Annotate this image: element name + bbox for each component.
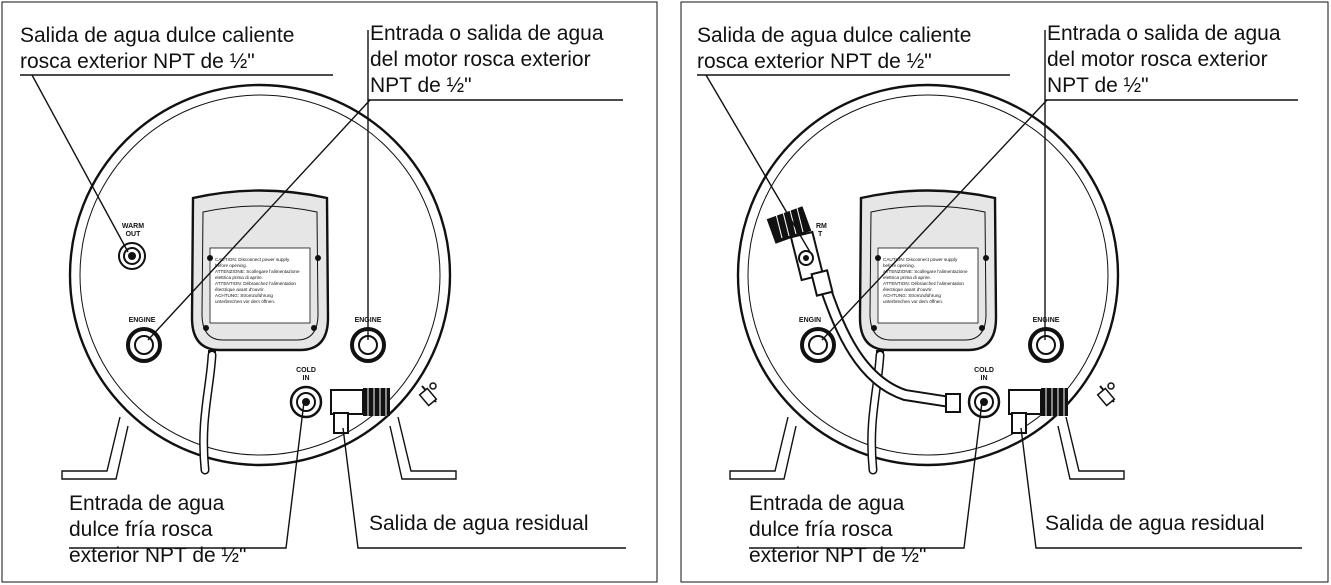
caution-line: elettrica prima di aprire.: [883, 275, 931, 280]
caution-label-plate: [209, 247, 311, 324]
caution-line: ATTENZIONE: Scollegare l'alimentazione: [215, 269, 300, 274]
warm-out-tag: WARM: [122, 223, 144, 230]
engine-label-line3: NPT de ½": [370, 74, 472, 97]
hose-fitting: [945, 393, 961, 413]
ground-bolt-icon: [1096, 382, 1116, 407]
caution-line: before opening.: [215, 263, 247, 268]
caution-text: CAUTION: Disconnect power supply before …: [215, 257, 300, 304]
warm-out-label-line2: rosca exterior NPT de ½": [20, 50, 255, 73]
caution-line: unterbrechen vor dem öffnen.: [883, 299, 943, 304]
caution-line: ATTENTION: Débranchez l'alimentation: [215, 281, 296, 286]
engine-label-line2: del motor rosca exterior: [370, 48, 591, 71]
stand-leg-left: [61, 416, 129, 480]
caution-line: before opening.: [883, 263, 915, 268]
waste-leader: [342, 427, 626, 549]
engine-label-line1: Entrada o salida de agua: [370, 22, 604, 45]
panel-right-frame: [680, 1, 1329, 583]
screw-icon: [203, 325, 209, 331]
engine-label-line1: Entrada o salida de agua: [1047, 22, 1281, 45]
engine-label-line2: del motor rosca exterior: [1047, 48, 1268, 71]
caution-line: ACHTUNG: Stromzuführung: [883, 293, 941, 298]
panel-left-frame: [1, 1, 658, 583]
screw-icon: [311, 325, 317, 331]
cold-in-tag: COLD: [296, 367, 316, 374]
caution-line: unterbrechen vor dem öffnen.: [215, 299, 275, 304]
caution-line: CAUTION: Disconnect power supply: [215, 257, 290, 262]
engine-label-line3: NPT de ½": [1047, 74, 1149, 97]
engine-tag-left: ENGIN: [799, 317, 821, 324]
engine-leader-left: [821, 99, 1048, 341]
warm-out-leader: [31, 74, 129, 253]
stand-leg-right: [389, 416, 457, 480]
cold-in-leader: [69, 401, 305, 549]
drain-valve: [1008, 388, 1068, 434]
cold-in-label-line3: exterior NPT de ½": [69, 544, 246, 567]
engine-leader-left: [147, 99, 371, 341]
caution-line: ATTENZIONE: Scollegare l'alimentazione: [883, 269, 968, 274]
cold-in-tag: IN: [303, 375, 310, 382]
cold-in-tag: COLD: [974, 367, 994, 374]
stand-leg-left: [729, 416, 797, 480]
ground-bolt-icon: [418, 382, 438, 407]
engine-tag-left: ENGINE: [129, 317, 156, 324]
warm-out-tag: RM: [816, 223, 827, 230]
screw-icon: [875, 255, 881, 261]
caution-text: CAUTION: Disconnect power supply before …: [883, 257, 968, 304]
cold-in-label-line2: dulce fría rosca: [69, 518, 213, 541]
engine-tag-right: ENGINE: [1033, 317, 1060, 324]
heater-right: CAUTION: Disconnect power supply before …: [729, 83, 1125, 480]
cold-in-label-line1: Entrada de agua: [749, 492, 905, 515]
warm-out-label-line1: Salida de agua dulce caliente: [20, 24, 294, 47]
cold-in-label-line1: Entrada de agua: [69, 492, 225, 515]
cold-in-label-line2: dulce fría rosca: [749, 518, 893, 541]
panel-right: CAUTION: Disconnect power supply before …: [680, 1, 1329, 583]
screw-icon: [979, 325, 985, 331]
caution-line: électrique avant d'ouvrir.: [883, 287, 933, 292]
caution-line: elettrica prima di aprire.: [215, 275, 263, 280]
screw-icon: [983, 255, 989, 261]
heater-inner-ring: [747, 94, 1109, 456]
cold-in-leader: [749, 401, 983, 549]
warm-out-leader: [705, 74, 811, 253]
warm-out-tag: OUT: [126, 231, 142, 238]
waste-label: Salida de agua residual: [369, 512, 589, 535]
stand-leg-right: [1057, 416, 1125, 480]
screw-icon: [315, 255, 321, 261]
warm-out-label-line2: rosca exterior NPT de ½": [697, 50, 932, 73]
caution-line: ATTENTION: Débranchez l'alimentation: [883, 281, 964, 286]
warm-out-tag: T: [818, 231, 823, 238]
warm-out-label-line1: Salida de agua dulce caliente: [697, 24, 971, 47]
heater-left: CAUTION: Disconnect power supply before …: [61, 83, 457, 480]
drain-valve: [330, 388, 390, 434]
cold-in-tag: IN: [981, 375, 988, 382]
waste-leader: [1020, 427, 1302, 549]
caution-line: CAUTION: Disconnect power supply: [883, 257, 958, 262]
screw-icon: [871, 325, 877, 331]
caution-label-plate: [877, 247, 979, 324]
caution-line: ACHTUNG: Stromzuführung: [215, 293, 273, 298]
heater-inner-ring: [79, 94, 441, 456]
screw-icon: [207, 255, 213, 261]
panel-left: CAUTION: Disconnect power supply before …: [1, 1, 658, 583]
waste-label: Salida de agua residual: [1045, 512, 1265, 535]
caution-line: électrique avant d'ouvrir.: [215, 287, 265, 292]
cold-in-label-line3: exterior NPT de ½": [749, 544, 926, 567]
